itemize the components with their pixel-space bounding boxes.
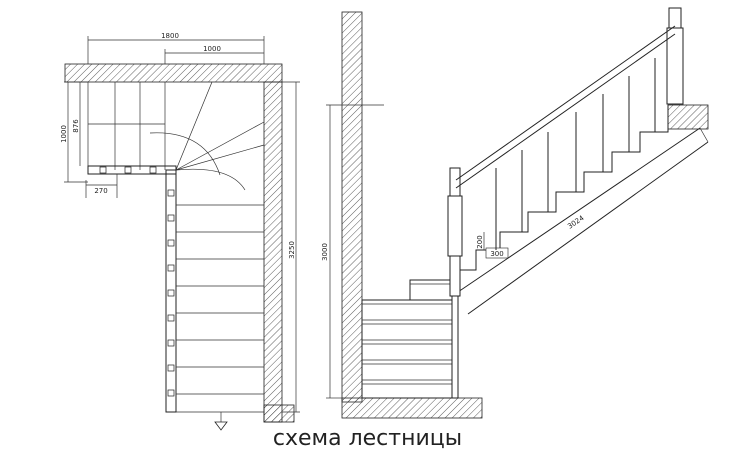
dim-height: 3000	[321, 243, 329, 261]
plan-top-rail	[87, 165, 177, 175]
elevation-view: 3000 3024	[321, 7, 709, 419]
dim-left-small: 270	[94, 187, 107, 195]
plan-balusters	[167, 189, 175, 397]
elev-handrail	[455, 25, 676, 189]
plan-winders	[149, 81, 265, 191]
plan-upper-treads	[87, 82, 166, 170]
elev-upper-steps	[454, 105, 669, 271]
plan-right-wall	[263, 81, 283, 423]
elev-balusters	[495, 58, 656, 250]
plan-right-dimension: 3250	[282, 81, 300, 413]
dim-top-inner: 1000	[203, 45, 221, 53]
elev-left-wall	[341, 11, 363, 403]
elev-upper-slab	[667, 104, 709, 130]
plan-left-dimensions: 1000 876 270	[60, 81, 118, 198]
dim-riser: 200	[476, 235, 484, 248]
plan-top-dimensions: 1800 1000	[87, 32, 265, 64]
elev-newel-posts	[447, 7, 684, 399]
elev-lower-steps	[361, 279, 455, 399]
elev-height-dimension: 3000	[321, 104, 384, 399]
dim-top-total: 1800	[161, 32, 179, 40]
plan-direction-arrow	[214, 412, 228, 431]
dim-left-outer: 1000	[60, 125, 68, 143]
diagram-caption: схема лестницы	[272, 426, 463, 451]
dim-tread: 300	[490, 250, 503, 258]
plan-top-wall	[64, 63, 283, 83]
plan-flight-treads	[176, 204, 264, 413]
plan-view: 1800 1000 1000 876 270 3250	[60, 32, 300, 431]
dim-left-inner: 876	[72, 119, 80, 133]
elev-step-dimensions: 200 300	[476, 232, 509, 259]
plan-top-balusters	[99, 166, 157, 174]
plan-stringer	[165, 169, 177, 413]
plan-bottom-wall	[263, 404, 295, 423]
elev-floor	[341, 397, 483, 419]
dim-right-total: 3250	[288, 241, 296, 259]
